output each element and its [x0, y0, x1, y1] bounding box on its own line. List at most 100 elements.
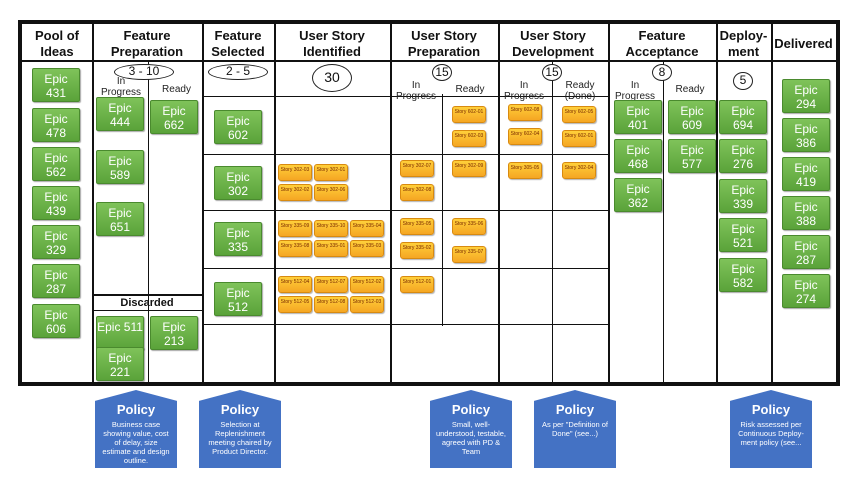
story-card[interactable]: Story 335-06: [452, 218, 486, 235]
epic-card[interactable]: Epic 602: [214, 110, 262, 144]
story-card[interactable]: Story 512-07: [314, 276, 348, 293]
story-card[interactable]: Story 335-10: [314, 220, 348, 237]
subcolumn-label: In Progress: [614, 80, 655, 102]
column-header: Delivered: [774, 36, 833, 51]
epic-card[interactable]: Epic 274: [782, 274, 830, 308]
column-divider: [608, 24, 610, 382]
swimlane-divider: [202, 268, 608, 269]
swimlane-divider: [202, 210, 608, 211]
story-card[interactable]: Story 335-03: [350, 240, 384, 257]
story-card[interactable]: Story 302-06: [314, 184, 348, 201]
epic-card[interactable]: Epic 362: [614, 178, 662, 212]
story-card[interactable]: Story 602-01: [452, 106, 486, 123]
epic-card[interactable]: Epic 221: [96, 347, 144, 381]
epic-card[interactable]: Epic 213: [150, 316, 198, 350]
story-card[interactable]: Story 335-07: [452, 246, 486, 263]
epic-card[interactable]: Epic 606: [32, 304, 80, 338]
story-card[interactable]: Story 512-05: [278, 296, 312, 313]
wip-limit: 8: [652, 64, 672, 81]
epic-card[interactable]: Epic 329: [32, 225, 80, 259]
story-card[interactable]: Story 512-08: [314, 296, 348, 313]
epic-card[interactable]: Epic 609: [668, 100, 716, 134]
subcolumn-label: Ready (Done): [564, 80, 596, 102]
epic-card[interactable]: Epic 582: [719, 258, 767, 292]
epic-card[interactable]: Epic 401: [614, 100, 662, 134]
story-card[interactable]: Story 335-09: [278, 220, 312, 237]
story-card[interactable]: Story 512-03: [350, 296, 384, 313]
policy-title: Policy: [555, 402, 595, 417]
story-card[interactable]: Story 602-01: [562, 130, 596, 147]
story-card[interactable]: Story 602-08: [508, 104, 542, 121]
epic-card[interactable]: Epic 419: [782, 157, 830, 191]
epic-card[interactable]: Epic 439: [32, 186, 80, 220]
policy-text: As per "Definition of Done" (see...): [541, 420, 609, 438]
subcolumn-label: In Progress: [504, 80, 545, 102]
epic-card[interactable]: Epic 302: [214, 166, 262, 200]
story-card[interactable]: Story 302-03: [278, 164, 312, 181]
story-card[interactable]: Story 335-02: [400, 242, 434, 259]
subcolumn-divider: [663, 62, 664, 382]
subcolumn-label: In Progress: [100, 76, 141, 98]
epic-card[interactable]: Epic 512: [214, 282, 262, 316]
story-card[interactable]: Story 302-09: [452, 160, 486, 177]
story-card[interactable]: Story 512-04: [278, 276, 312, 293]
column-header: User Story Development: [512, 28, 594, 59]
story-card[interactable]: Story 302-04: [562, 162, 596, 179]
story-card[interactable]: Story 335-01: [314, 240, 348, 257]
epic-card[interactable]: Epic 478: [32, 108, 80, 142]
epic-card[interactable]: Epic 562: [32, 147, 80, 181]
epic-card[interactable]: Epic 662: [150, 100, 198, 134]
story-card[interactable]: Story 335-04: [350, 220, 384, 237]
discarded-divider: [92, 310, 202, 311]
swimlane-divider: [202, 96, 608, 97]
epic-card[interactable]: Epic 589: [96, 150, 144, 184]
story-card[interactable]: Story 302-01: [314, 164, 348, 181]
story-card[interactable]: Story 602-03: [452, 130, 486, 147]
epic-card[interactable]: Epic 444: [96, 97, 144, 131]
column-header: User Story Preparation: [407, 28, 481, 59]
wip-limit: 3 - 10: [114, 64, 174, 80]
policy-title: Policy: [116, 402, 156, 417]
epic-card[interactable]: Epic 468: [614, 139, 662, 173]
epic-card[interactable]: Epic 511: [96, 316, 144, 350]
story-card[interactable]: Story 602-05: [562, 106, 596, 123]
column-divider: [274, 24, 276, 382]
policy-card: Policy As per "Definition of Done" (see..…: [534, 390, 616, 468]
column-divider: [202, 24, 204, 382]
story-card[interactable]: Story 602-04: [508, 128, 542, 145]
story-card[interactable]: Story 302-02: [278, 184, 312, 201]
epic-card[interactable]: Epic 521: [719, 218, 767, 252]
column-divider: [92, 24, 94, 382]
epic-card[interactable]: Epic 651: [96, 202, 144, 236]
policy-text: Selection at Replenishment meeting chair…: [208, 420, 272, 456]
wip-limit: 15: [432, 64, 452, 81]
subcolumn-divider: [552, 62, 553, 382]
epic-card[interactable]: Epic 577: [668, 139, 716, 173]
wip-limit: 2 - 5: [208, 64, 268, 80]
swimlane-divider: [202, 324, 608, 325]
story-card[interactable]: Story 512-01: [400, 276, 434, 293]
story-card[interactable]: Story 512-02: [350, 276, 384, 293]
story-card[interactable]: Story 305-05: [508, 162, 542, 179]
epic-card[interactable]: Epic 276: [719, 139, 767, 173]
subcolumn-label: In Progress: [396, 80, 437, 102]
story-card[interactable]: Story 335-08: [278, 240, 312, 257]
epic-card[interactable]: Epic 388: [782, 196, 830, 230]
epic-card[interactable]: Epic 386: [782, 118, 830, 152]
epic-card[interactable]: Epic 294: [782, 79, 830, 113]
policy-text: Risk assessed per Continuous Deploy-ment…: [738, 420, 804, 447]
policy-text: Business case showing value, cost of del…: [102, 420, 170, 465]
epic-card[interactable]: Epic 287: [782, 235, 830, 269]
story-card[interactable]: Story 302-07: [400, 160, 434, 177]
story-card[interactable]: Story 302-08: [400, 184, 434, 201]
epic-card[interactable]: Epic 694: [719, 100, 767, 134]
policy-title: Policy: [451, 402, 491, 417]
epic-card[interactable]: Epic 287: [32, 264, 80, 298]
epic-card[interactable]: Epic 335: [214, 222, 262, 256]
epic-card[interactable]: Epic 431: [32, 68, 80, 102]
epic-card[interactable]: Epic 339: [719, 179, 767, 213]
story-card[interactable]: Story 335-05: [400, 218, 434, 235]
